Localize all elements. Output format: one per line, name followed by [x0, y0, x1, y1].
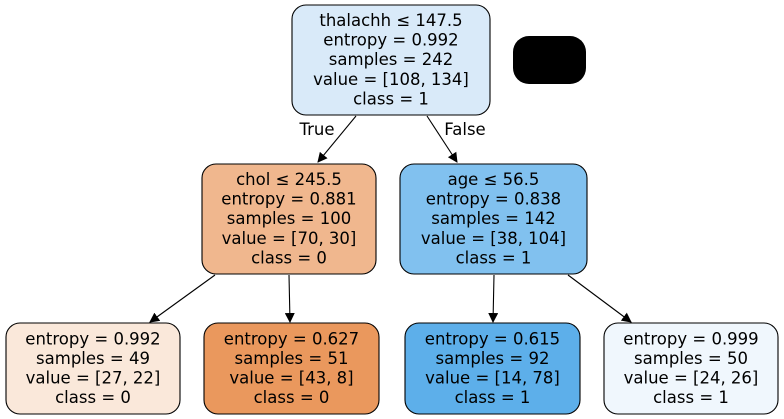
node-box: [603, 322, 779, 415]
node-line: samples = 92: [436, 349, 550, 368]
edge-label-false: False: [444, 120, 485, 139]
node-line: samples = 142: [431, 209, 555, 228]
node-line: value = [27, 22]: [26, 369, 161, 388]
node-line: class = 0: [254, 388, 330, 407]
edge-right-to-rl: [488, 274, 499, 323]
node-box: [399, 163, 588, 275]
node-line: entropy = 0.992: [25, 329, 160, 348]
node-line: class = 1: [456, 248, 532, 267]
node-box: [404, 322, 581, 415]
node-box: [291, 4, 491, 116]
node-line: value = [70, 30]: [222, 229, 357, 248]
node-box: [203, 322, 380, 415]
edge-left-to-lr: [284, 274, 295, 323]
node-line: thalachh ≤ 147.5: [319, 11, 462, 30]
node-line: samples = 50: [634, 349, 748, 368]
node-line: samples = 242: [329, 50, 453, 69]
edges-layer: True False: [149, 115, 632, 323]
node-box: [201, 163, 377, 275]
edge-right-to-rr: [567, 274, 632, 323]
node-line: samples = 51: [235, 349, 349, 368]
node-line: entropy = 0.838: [426, 190, 561, 209]
edge-label-true: True: [298, 120, 334, 139]
node-line: entropy = 0.615: [425, 329, 560, 348]
node-line: entropy = 0.627: [224, 329, 359, 348]
node-line: chol ≤ 245.5: [236, 170, 342, 189]
node-line: samples = 100: [227, 209, 351, 228]
node-line: entropy = 0.881: [221, 190, 356, 209]
node-line: value = [43, 8]: [229, 369, 353, 388]
node-line: class = 1: [455, 388, 531, 407]
node-line: value = [108, 134]: [313, 70, 469, 89]
node-line: class = 1: [653, 388, 729, 407]
node-line: class = 1: [353, 89, 429, 108]
node-line: age ≤ 56.5: [448, 170, 540, 189]
node-line: class = 0: [251, 248, 327, 267]
node-box: [5, 322, 181, 415]
node-line: samples = 49: [36, 349, 150, 368]
redaction-block: [513, 36, 586, 84]
edge-root-to-left: [317, 115, 357, 163]
node-line: class = 0: [55, 388, 131, 407]
edge-left-to-ll: [149, 274, 216, 323]
edge-root-to-right: [426, 115, 458, 163]
node-line: entropy = 0.992: [323, 31, 458, 50]
node-line: value = [24, 26]: [624, 369, 759, 388]
node-line: entropy = 0.999: [623, 329, 758, 348]
node-line: value = [14, 78]: [425, 369, 560, 388]
node-line: value = [38, 104]: [421, 229, 566, 248]
